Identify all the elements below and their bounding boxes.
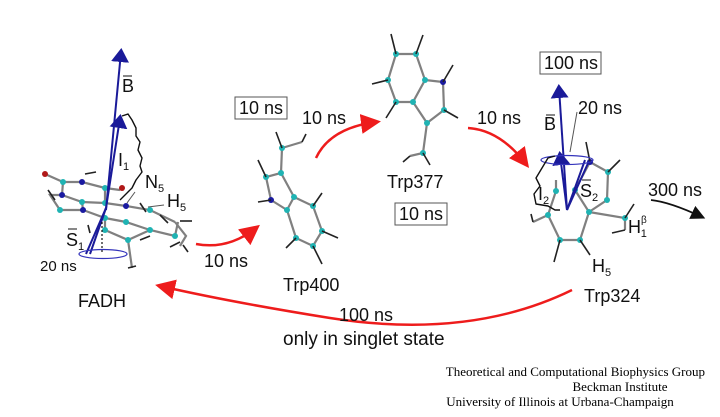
trp377-box-time: 10 ns <box>399 204 443 224</box>
credit-institute: Beckman Institute <box>573 379 668 394</box>
trp324-spin-vectors <box>533 84 594 211</box>
fadh-h5-label: H5 <box>167 191 186 214</box>
fadh-s-vector-label: S1 <box>66 230 84 253</box>
trp324-h5-label: H5 <box>592 256 611 279</box>
trp400-box-time: 10 ns <box>239 98 283 118</box>
arrow-trp324-back-to-fadh <box>155 279 573 326</box>
back-transfer-note: only in singlet state <box>283 329 445 350</box>
fadh-n5-label: N5 <box>145 172 164 195</box>
trp377-to-trp324-time: 10 ns <box>477 108 521 128</box>
trp324-box-time: 100 ns <box>544 53 598 73</box>
fadh-spin-vectors <box>78 48 165 260</box>
fadh-precession-time: 20 ns <box>40 258 77 275</box>
fadh-molecule <box>42 171 192 269</box>
trp324-b-vector-label: B <box>544 114 556 134</box>
trp400-time-box <box>234 96 288 120</box>
arrow-fadh-to-trp400 <box>195 224 260 247</box>
arrow-trp377-to-trp324 <box>467 126 530 168</box>
decay-arrow <box>650 199 706 219</box>
trp324-i-vector-label: I2 <box>538 184 549 207</box>
trp324-time-box <box>539 51 602 75</box>
trp400-molecule <box>257 131 339 265</box>
trp377-molecule <box>371 33 459 166</box>
fadh-to-trp400-time: 10 ns <box>204 251 248 271</box>
credit-group: Theoretical and Computational Biophysics… <box>446 364 705 379</box>
trp324-label: Trp324 <box>584 286 640 306</box>
credit-university: University of Illinois at Urbana-Champai… <box>446 394 674 409</box>
fadh-label: FADH <box>78 291 126 311</box>
arrow-trp400-to-trp377 <box>314 114 381 159</box>
trp324-precession-time: 20 ns <box>578 98 622 118</box>
trp400-to-trp377-time: 10 ns <box>302 108 346 128</box>
decay-time: 300 ns <box>648 180 702 200</box>
fadh-b-vector-label: B <box>122 76 134 96</box>
trp377-time-box <box>394 202 448 226</box>
trp377-label: Trp377 <box>387 172 443 192</box>
fadh-i-vector-label: I1 <box>118 150 129 173</box>
trp324-s-vector-label: S2 <box>580 181 598 204</box>
back-transfer-time: 100 ns <box>339 305 393 325</box>
trp400-label: Trp400 <box>283 275 339 295</box>
